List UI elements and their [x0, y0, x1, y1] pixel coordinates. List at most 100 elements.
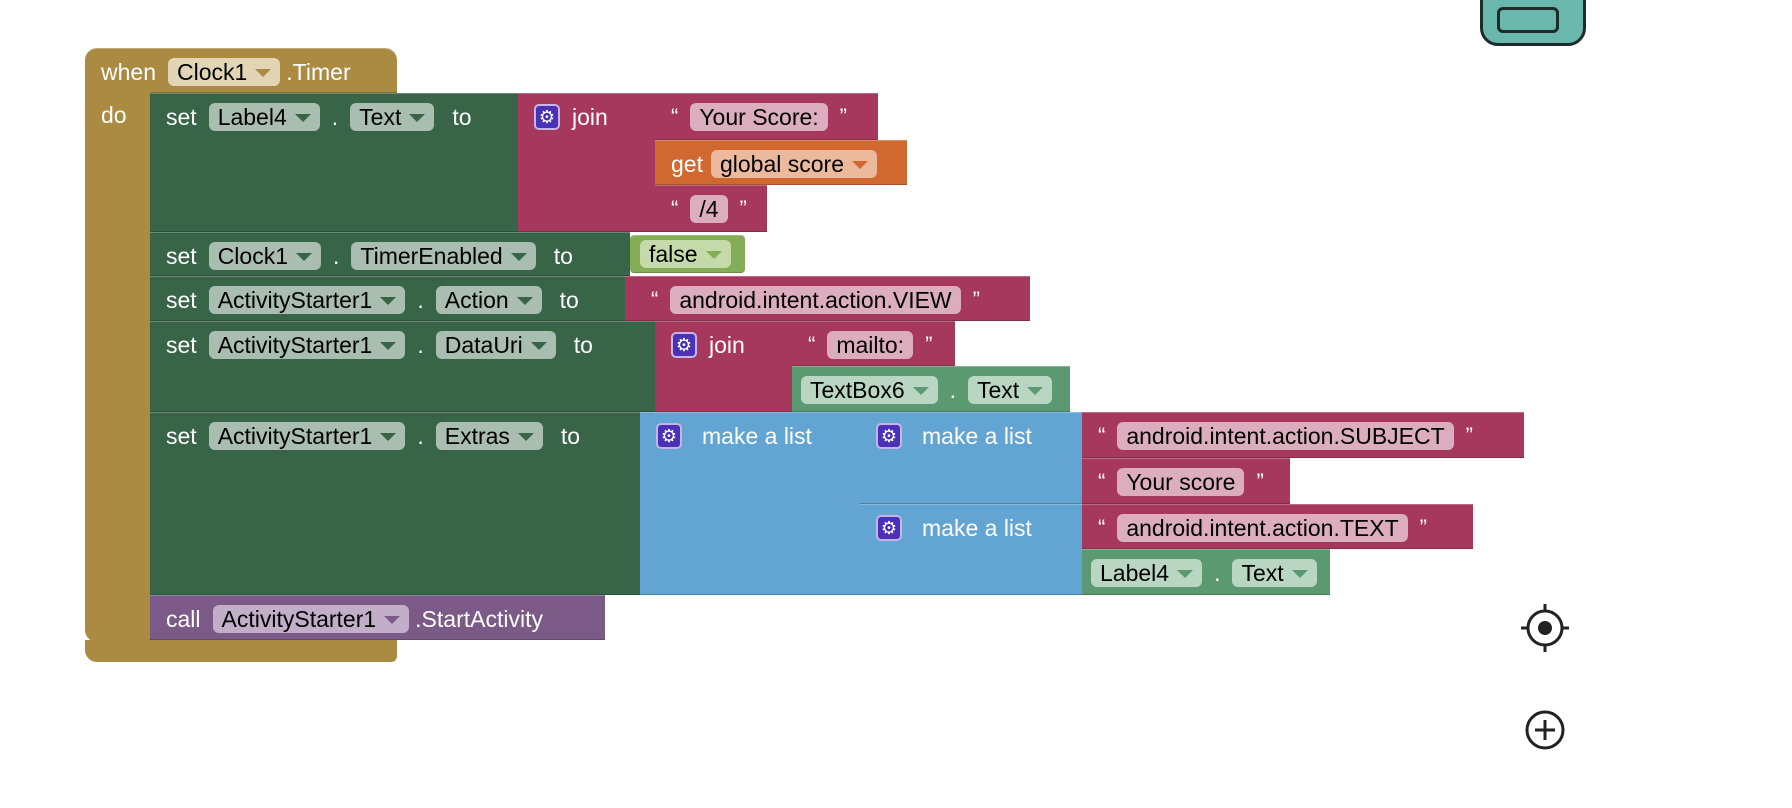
dot: . — [417, 423, 424, 449]
to-label: to — [573, 332, 593, 358]
property-dropdown[interactable]: DataUri — [435, 331, 556, 359]
chevron-down-icon — [705, 251, 722, 259]
gear-icon[interactable]: ⚙ — [876, 515, 902, 541]
text-field[interactable]: /4 — [690, 195, 728, 223]
dropdown-value: ActivityStarter1 — [217, 286, 373, 313]
set-activitystarter-datauri-block[interactable]: set ActivityStarter1 . DataUri to — [150, 321, 655, 412]
text-string-block[interactable]: “ /4 ” — [655, 185, 767, 232]
chevron-down-icon — [530, 342, 547, 350]
join-block[interactable]: ⚙ join — [518, 93, 655, 232]
event-name: .Timer — [286, 59, 351, 85]
gear-icon[interactable]: ⚙ — [671, 332, 697, 358]
dropdown-value: TimerEnabled — [360, 242, 503, 269]
when-clock-timer-event-block[interactable]: when Clock1 .Timer — [85, 48, 397, 93]
chevron-down-icon — [384, 616, 401, 624]
when-label: when — [101, 59, 156, 85]
text-field[interactable]: Your score — [1117, 468, 1245, 496]
property-dropdown[interactable]: Text — [350, 103, 435, 131]
text-string-block[interactable]: “ Your score ” — [1082, 458, 1290, 504]
text-field[interactable]: mailto: — [827, 331, 914, 359]
chevron-down-icon — [1291, 570, 1308, 578]
dropdown-value: Label4 — [217, 103, 287, 130]
chevron-down-icon — [852, 161, 869, 169]
chevron-down-icon — [380, 342, 397, 350]
dropdown-value: ActivityStarter1 — [221, 605, 377, 632]
chevron-down-icon — [1177, 570, 1194, 578]
set-clock1-timerenabled-block[interactable]: set Clock1 . TimerEnabled to — [150, 232, 630, 276]
text-string-block[interactable]: “ Your Score: ” — [655, 93, 878, 140]
dot: . — [417, 287, 424, 313]
gear-icon[interactable]: ⚙ — [656, 423, 682, 449]
zoom-in-icon[interactable] — [1513, 700, 1573, 750]
label4-text-getter-block[interactable]: Label4 . Text — [1082, 549, 1330, 595]
property-dropdown[interactable]: TimerEnabled — [351, 242, 536, 270]
make-a-list-label: make a list — [702, 423, 812, 449]
open-quote: “ — [671, 104, 679, 129]
open-quote: “ — [1098, 469, 1106, 494]
get-global-score-block[interactable]: get global score — [655, 140, 907, 185]
set-activitystarter-extras-block[interactable]: set ActivityStarter1 . Extras to — [150, 412, 640, 595]
set-activitystarter-action-block[interactable]: set ActivityStarter1 . Action to — [150, 276, 625, 321]
dropdown-value: Clock1 — [217, 242, 288, 269]
close-quote: ” — [972, 287, 980, 312]
boolean-dropdown[interactable]: false — [640, 240, 731, 268]
make-a-list-block[interactable]: ⚙ make a list — [860, 504, 1082, 595]
text-field[interactable]: Your Score: — [690, 103, 828, 131]
component-dropdown[interactable]: TextBox6 — [801, 376, 938, 404]
dropdown-value: Clock1 — [176, 58, 248, 85]
dot: . — [1214, 560, 1221, 586]
chevron-down-icon — [409, 114, 426, 122]
text-field[interactable]: android.intent.action.SUBJECT — [1117, 422, 1454, 450]
close-quote: ” — [1419, 515, 1427, 540]
chevron-down-icon — [380, 433, 397, 441]
dropdown-value: Action — [444, 286, 509, 313]
gear-icon[interactable]: ⚙ — [534, 104, 560, 130]
text-string-block[interactable]: “ android.intent.action.TEXT ” — [1082, 504, 1473, 549]
property-dropdown[interactable]: Extras — [435, 422, 543, 450]
set-label: set — [166, 332, 197, 358]
property-dropdown[interactable]: Text — [968, 376, 1053, 404]
backpack-icon[interactable] — [1480, 0, 1586, 46]
to-label: to — [452, 104, 472, 130]
chevron-down-icon — [1027, 387, 1044, 395]
component-dropdown[interactable]: ActivityStarter1 — [208, 331, 406, 359]
open-quote: “ — [671, 196, 679, 221]
text-string-block[interactable]: “ android.intent.action.SUBJECT ” — [1082, 412, 1524, 458]
component-dropdown[interactable]: ActivityStarter1 — [208, 422, 406, 450]
call-startactivity-block[interactable]: call ActivityStarter1 .StartActivity — [150, 595, 605, 640]
set-label: set — [166, 423, 197, 449]
component-dropdown[interactable]: Label4 — [1091, 559, 1203, 587]
chevron-down-icon — [294, 114, 311, 122]
false-block[interactable]: false — [630, 235, 745, 273]
make-a-list-block[interactable]: ⚙ make a list — [860, 412, 1082, 504]
text-string-block[interactable]: “ mailto: ” — [792, 321, 955, 366]
component-dropdown[interactable]: Label4 — [208, 103, 320, 131]
component-dropdown[interactable]: ActivityStarter1 — [212, 605, 410, 633]
variable-dropdown[interactable]: global score — [710, 150, 878, 178]
component-dropdown[interactable]: Clock1 — [167, 58, 281, 86]
do-label: do — [101, 102, 127, 128]
component-dropdown[interactable]: ActivityStarter1 — [208, 286, 406, 314]
dropdown-value: DataUri — [444, 331, 523, 358]
recenter-icon[interactable] — [1513, 600, 1573, 656]
textbox6-text-getter-block[interactable]: TextBox6 . Text — [792, 366, 1070, 412]
property-dropdown[interactable]: Text — [1232, 559, 1317, 587]
gear-icon[interactable]: ⚙ — [876, 423, 902, 449]
event-bottom-bar — [85, 640, 397, 662]
chevron-down-icon — [510, 253, 527, 261]
component-dropdown[interactable]: Clock1 — [208, 242, 321, 270]
dropdown-value: Extras — [444, 422, 510, 449]
make-a-list-block[interactable]: ⚙ make a list — [640, 412, 860, 595]
to-label: to — [553, 243, 573, 269]
join-block[interactable]: ⚙ join — [655, 321, 792, 412]
property-dropdown[interactable]: Action — [435, 286, 542, 314]
text-field[interactable]: android.intent.action.TEXT — [1117, 514, 1408, 542]
dropdown-value: Text — [359, 103, 402, 130]
set-label4-text-block[interactable]: set Label4 . Text to — [150, 93, 518, 232]
make-a-list-label: make a list — [922, 515, 1032, 541]
dropdown-value: global score — [719, 150, 845, 177]
text-string-block[interactable]: “ android.intent.action.VIEW ” — [625, 276, 1030, 321]
get-label: get — [671, 151, 703, 177]
open-quote: “ — [1098, 423, 1106, 448]
text-field[interactable]: android.intent.action.VIEW — [670, 286, 961, 314]
